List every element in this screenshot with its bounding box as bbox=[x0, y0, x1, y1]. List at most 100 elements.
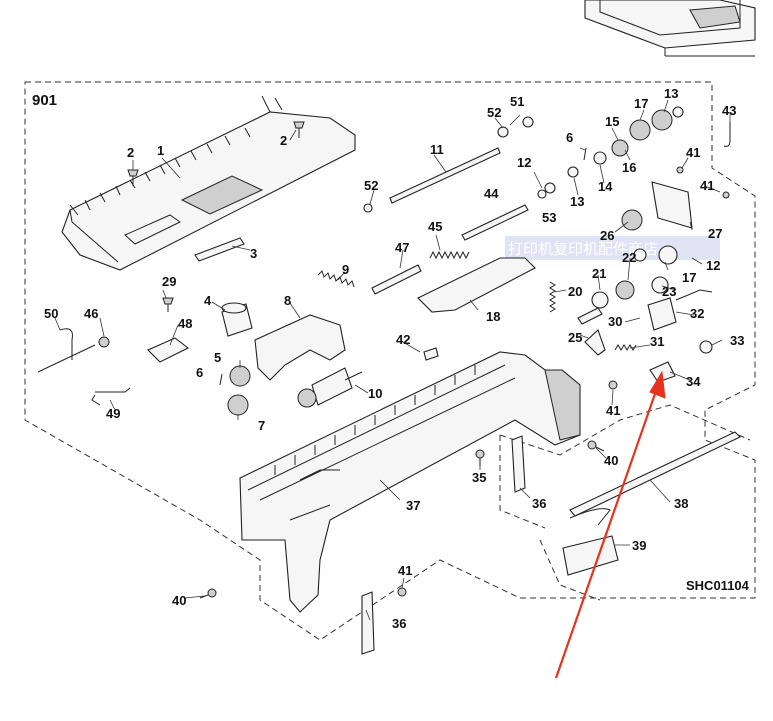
callout-43: 43 bbox=[722, 103, 736, 118]
callout-17: 17 bbox=[634, 96, 648, 111]
callout-14: 14 bbox=[598, 179, 613, 194]
callout-49: 49 bbox=[106, 406, 120, 421]
link-36b bbox=[361, 591, 375, 655]
callout-52: 52 bbox=[487, 105, 501, 120]
callout-2: 2 bbox=[127, 145, 134, 160]
screw-40b bbox=[199, 588, 217, 599]
callout-31: 31 bbox=[650, 334, 664, 349]
callout-40: 40 bbox=[172, 593, 186, 608]
screw-40a bbox=[587, 440, 605, 452]
callout-37: 37 bbox=[406, 498, 420, 513]
callout-25: 25 bbox=[568, 330, 582, 345]
shaft-47 bbox=[371, 264, 422, 295]
group-label: 901 bbox=[32, 92, 57, 109]
pin-6a bbox=[583, 147, 587, 161]
callout-34: 34 bbox=[686, 374, 701, 389]
nut-53 bbox=[537, 189, 547, 199]
block-42 bbox=[423, 347, 439, 361]
spring-45 bbox=[429, 250, 470, 260]
callout-22: 22 bbox=[622, 250, 636, 265]
callout-13: 13 bbox=[664, 86, 678, 101]
screw-41b bbox=[608, 380, 618, 390]
callout-48: 48 bbox=[178, 316, 192, 331]
plate-39 bbox=[562, 535, 619, 576]
spring-33 bbox=[699, 340, 713, 354]
subassembly-boundary bbox=[499, 404, 751, 456]
watermark-text: 打印机复印机配件商店 bbox=[508, 240, 658, 258]
callout-44: 44 bbox=[484, 186, 499, 201]
spring-9 bbox=[317, 270, 355, 288]
callout-17: 17 bbox=[682, 270, 696, 285]
callout-9: 9 bbox=[342, 262, 349, 277]
callout-41: 41 bbox=[686, 145, 700, 160]
hook-43 bbox=[723, 122, 731, 147]
arm-25 bbox=[584, 329, 606, 356]
callout-36: 36 bbox=[392, 616, 406, 631]
leader-lines bbox=[54, 99, 731, 621]
bracket-8 bbox=[254, 314, 346, 381]
callout-52: 52 bbox=[364, 178, 378, 193]
roller-10 bbox=[297, 367, 363, 408]
callout-50: 50 bbox=[44, 306, 58, 321]
cropped-assembly-top bbox=[584, 0, 756, 57]
main-frame-37 bbox=[239, 351, 581, 613]
spring-20 bbox=[549, 281, 556, 313]
pin-6b bbox=[219, 373, 223, 386]
callout-12: 12 bbox=[517, 155, 531, 170]
assembly-boundary bbox=[24, 81, 756, 641]
callout-10: 10 bbox=[368, 386, 382, 401]
link-36a bbox=[511, 435, 526, 493]
callout-45: 45 bbox=[428, 219, 442, 234]
callout-51: 51 bbox=[510, 94, 524, 109]
callout-41: 41 bbox=[398, 563, 412, 578]
callout-16: 16 bbox=[622, 160, 636, 175]
callout-41: 41 bbox=[700, 178, 714, 193]
lever-30 bbox=[577, 307, 603, 325]
screw-35 bbox=[475, 449, 485, 466]
callout-39: 39 bbox=[632, 538, 646, 553]
screw-41c bbox=[676, 166, 684, 174]
callout-27: 27 bbox=[708, 226, 722, 241]
callout-21: 21 bbox=[592, 266, 606, 281]
screw-2a bbox=[127, 169, 139, 186]
callout-15: 15 bbox=[605, 114, 619, 129]
callout-42: 42 bbox=[396, 332, 410, 347]
drawing-code: SHC01104 bbox=[686, 578, 750, 593]
callout-8: 8 bbox=[284, 293, 291, 308]
gear-5 bbox=[229, 365, 251, 387]
callout-13: 13 bbox=[570, 194, 584, 209]
callout-26: 26 bbox=[600, 228, 614, 243]
solenoid-32 bbox=[647, 289, 713, 331]
callout-11: 11 bbox=[430, 142, 444, 157]
red-annotation-arrow bbox=[554, 370, 666, 679]
lever-18 bbox=[417, 257, 536, 313]
shaft-44 bbox=[461, 204, 529, 241]
callout-33: 33 bbox=[730, 333, 744, 348]
shaft-3 bbox=[194, 237, 245, 262]
callout-6: 6 bbox=[566, 130, 573, 145]
watermark-bg bbox=[505, 236, 720, 260]
callouts: 1 2 2 3 4 5 6 6 7 8 9 10 11 12 12 13 13 … bbox=[44, 86, 744, 631]
callout-4: 4 bbox=[204, 293, 212, 308]
screw-2b bbox=[293, 121, 305, 138]
callout-29: 29 bbox=[162, 274, 176, 289]
callout-3: 3 bbox=[250, 246, 257, 261]
callout-6: 6 bbox=[196, 365, 203, 380]
callout-23: 23 bbox=[662, 284, 676, 299]
harness-49 bbox=[91, 387, 131, 406]
callout-32: 32 bbox=[690, 306, 704, 321]
plate-27 bbox=[651, 181, 693, 229]
callout-40: 40 bbox=[604, 453, 618, 468]
rod-38 bbox=[569, 431, 741, 517]
lever-38b bbox=[569, 508, 611, 526]
callout-41: 41 bbox=[606, 403, 620, 418]
sensor-board-48 bbox=[147, 337, 190, 363]
clip-52b bbox=[363, 203, 373, 213]
callout-36: 36 bbox=[532, 496, 546, 511]
callout-20: 20 bbox=[568, 284, 582, 299]
gear-train bbox=[497, 106, 684, 309]
callout-12: 12 bbox=[706, 258, 720, 273]
callout-38: 38 bbox=[674, 496, 688, 511]
spring-31 bbox=[614, 344, 637, 351]
